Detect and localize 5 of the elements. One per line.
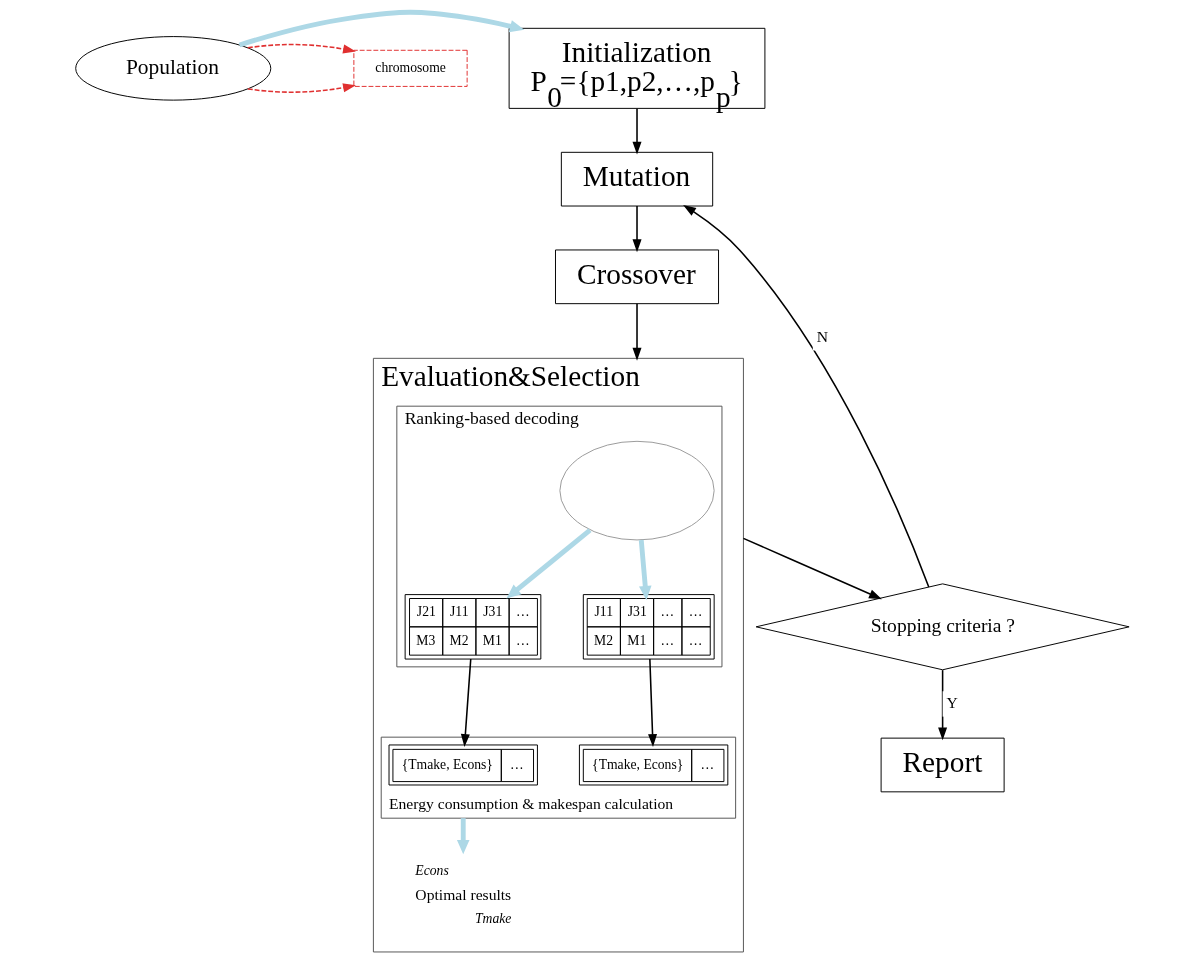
node-label: Tmake [474,910,511,926]
edge-label: N [816,327,828,345]
node-label: Econs [414,863,449,879]
node-text: Optimal results [414,886,511,904]
edge-label: Y [946,693,958,711]
